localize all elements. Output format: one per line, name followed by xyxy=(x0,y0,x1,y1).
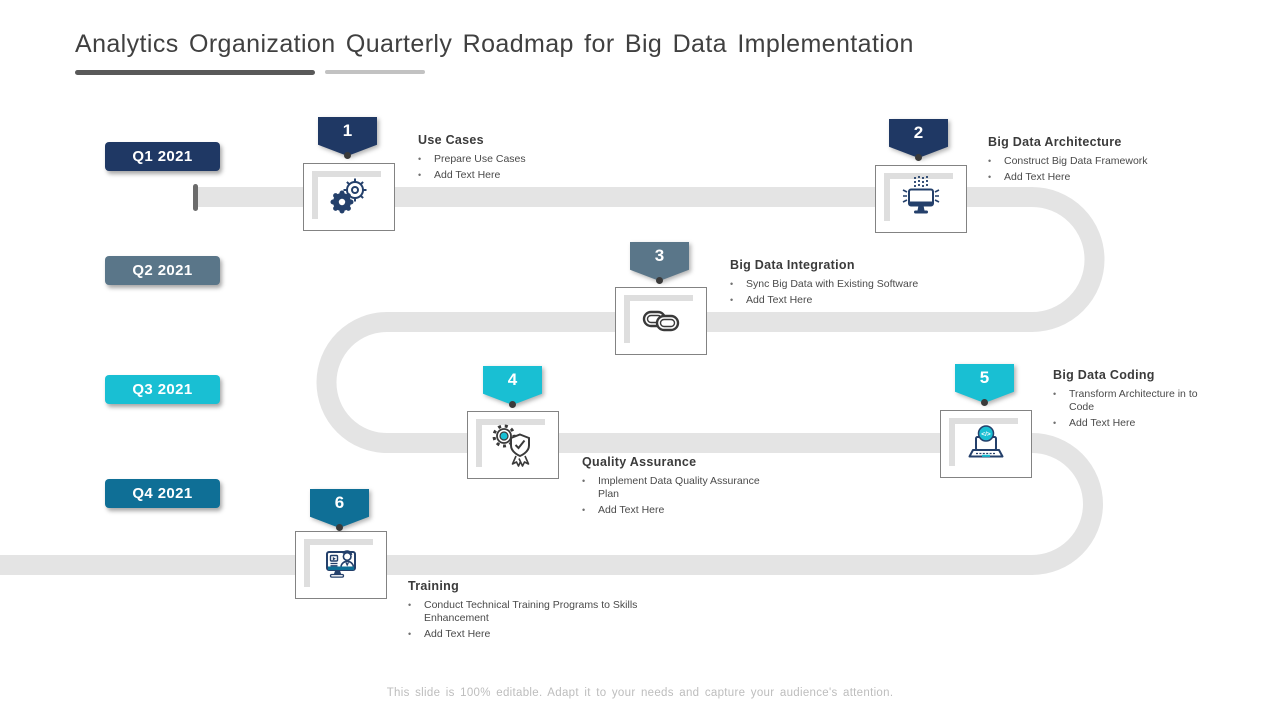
milestone-4-text: Quality Assurance •Implement Data Qualit… xyxy=(582,455,764,520)
list-item: •Transform Architecture in to Code xyxy=(1053,388,1198,413)
milestone-5-banner[interactable]: 5 xyxy=(955,364,1014,403)
big-data-monitor-icon xyxy=(902,176,940,214)
milestone-3-title: Big Data Integration xyxy=(730,258,855,272)
list-item: •Construct Big Data Framework xyxy=(988,155,1148,167)
milestone-6-icon-box[interactable] xyxy=(295,531,387,599)
milestone-3-icon-box[interactable] xyxy=(615,287,707,355)
chain-links-icon xyxy=(642,310,680,332)
title-underline-light xyxy=(325,70,425,74)
gears-icon xyxy=(330,178,367,214)
milestone-5-icon-box[interactable]: </> xyxy=(940,410,1032,478)
list-item: •Add Text Here xyxy=(582,504,665,516)
laptop-code-icon: </> xyxy=(968,425,1004,458)
list-item: •Add Text Here xyxy=(988,171,1071,183)
page-title: Analytics Organization Quarterly Roadmap… xyxy=(75,30,914,58)
training-monitor-icon xyxy=(326,550,356,578)
milestone-6-banner[interactable]: 6 xyxy=(310,489,369,528)
quarter-label-q4[interactable]: Q4 2021 xyxy=(105,479,220,508)
milestone-6-text: Training •Conduct Technical Training Pro… xyxy=(408,579,668,644)
quality-badge-icon xyxy=(492,424,530,467)
list-item: •Add Text Here xyxy=(730,294,813,306)
milestone-6-title: Training xyxy=(408,579,460,593)
footer-note: This slide is 100% editable. Adapt it to… xyxy=(386,687,894,699)
milestone-1-title: Use Cases xyxy=(418,133,484,147)
milestone-2-number: 2 xyxy=(889,119,948,158)
milestone-4-dot xyxy=(509,401,516,408)
milestone-3-text: Big Data Integration •Sync Big Data with… xyxy=(730,258,950,310)
milestone-1-text: Use Cases •Prepare Use Cases •Add Text H… xyxy=(418,133,593,185)
list-item: •Add Text Here xyxy=(418,169,501,181)
milestone-2-icon-box[interactable] xyxy=(875,165,967,233)
milestone-2-text: Big Data Architecture •Construct Big Dat… xyxy=(988,135,1178,187)
milestone-1-dot xyxy=(344,152,351,159)
milestone-6-number: 6 xyxy=(310,489,369,528)
quarter-label-q2[interactable]: Q2 2021 xyxy=(105,256,220,285)
milestone-3-number: 3 xyxy=(630,242,689,281)
milestone-4-number: 4 xyxy=(483,366,542,405)
milestone-5-title: Big Data Coding xyxy=(1053,368,1155,382)
milestone-1-icon-box[interactable] xyxy=(303,163,395,231)
milestone-5-text: Big Data Coding •Transform Architecture … xyxy=(1053,368,1218,433)
list-item: •Prepare Use Cases xyxy=(418,153,526,165)
quarter-label-q1[interactable]: Q1 2021 xyxy=(105,142,220,171)
quarter-label-q3[interactable]: Q3 2021 xyxy=(105,375,220,404)
list-item: •Add Text Here xyxy=(1053,417,1136,429)
list-item: •Implement Data Quality Assurance Plan xyxy=(582,475,760,500)
road-start-cap xyxy=(193,184,198,211)
milestone-3-banner[interactable]: 3 xyxy=(630,242,689,281)
milestone-2-title: Big Data Architecture xyxy=(988,135,1122,149)
milestone-1-number: 1 xyxy=(318,117,377,156)
list-item: •Add Text Here xyxy=(408,628,491,640)
milestone-2-banner[interactable]: 2 xyxy=(889,119,948,158)
milestone-4-title: Quality Assurance xyxy=(582,455,697,469)
milestone-1-banner[interactable]: 1 xyxy=(318,117,377,156)
milestone-2-dot xyxy=(915,154,922,161)
list-item: •Sync Big Data with Existing Software xyxy=(730,278,919,290)
milestone-4-banner[interactable]: 4 xyxy=(483,366,542,405)
list-item: •Conduct Technical Training Programs to … xyxy=(408,599,638,624)
milestone-4-icon-box[interactable] xyxy=(467,411,559,479)
milestone-5-dot xyxy=(981,399,988,406)
svg-text:</>: </> xyxy=(981,431,991,438)
milestone-3-dot xyxy=(656,277,663,284)
milestone-6-dot xyxy=(336,524,343,531)
title-underline-dark xyxy=(75,70,315,75)
milestone-5-number: 5 xyxy=(955,364,1014,403)
